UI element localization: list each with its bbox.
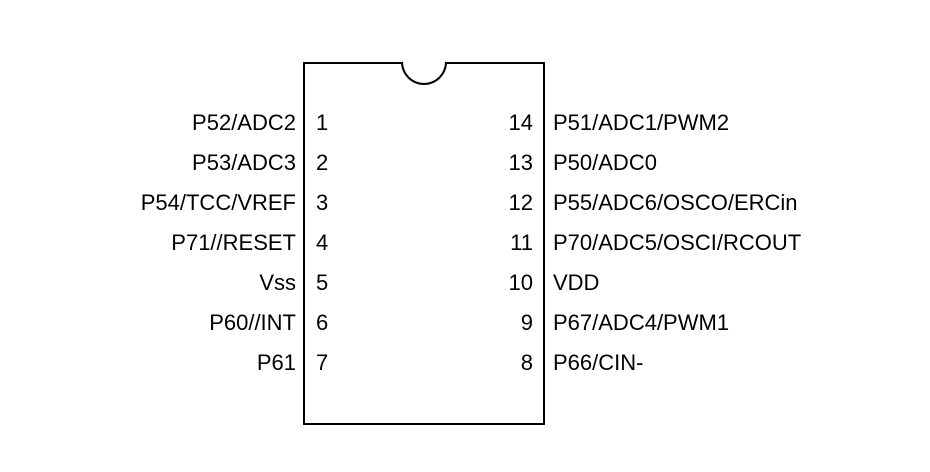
pin-2-label: P53/ADC3 [192, 150, 296, 175]
pin-5-number: 5 [316, 270, 329, 295]
pin-5-label: Vss [259, 270, 296, 295]
pin-13-number: 13 [508, 150, 533, 175]
pin-8-label: P66/CIN- [553, 350, 644, 375]
pin-2-number: 2 [316, 150, 329, 175]
pin-4-number: 4 [316, 230, 329, 255]
pin-10-number: 10 [508, 270, 533, 295]
pin-11-number: 11 [510, 230, 533, 255]
pin-14-number: 14 [508, 110, 533, 135]
pin-1-label: P52/ADC2 [192, 110, 296, 135]
pin-3-label: P54/TCC/VREF [140, 190, 296, 215]
pin-9-number: 9 [520, 310, 533, 335]
pin-7-label: P61 [256, 350, 296, 375]
pin-8-number: 8 [520, 350, 533, 375]
pin-14-label: P51/ADC1/PWM2 [553, 110, 730, 135]
pin-12-number: 12 [508, 190, 533, 215]
pin-7-number: 7 [316, 350, 329, 375]
pin-12-label: P55/ADC6/OSCO/ERCin [553, 190, 798, 215]
pin-6-number: 6 [316, 310, 329, 335]
pin-6-label: P60//INT [209, 310, 296, 335]
pin-3-number: 3 [316, 190, 329, 215]
pin1-orientation-notch [401, 62, 447, 85]
ic-package-body [303, 62, 545, 425]
pin-9-label: P67/ADC4/PWM1 [553, 310, 730, 335]
pin-1-number: 1 [316, 110, 329, 135]
pin-10-label: VDD [553, 270, 600, 295]
pin-11-label: P70/ADC5/OSCI/RCOUT [553, 230, 802, 255]
pin-13-label: P50/ADC0 [553, 150, 657, 175]
pin-4-label: P71//RESET [171, 230, 296, 255]
